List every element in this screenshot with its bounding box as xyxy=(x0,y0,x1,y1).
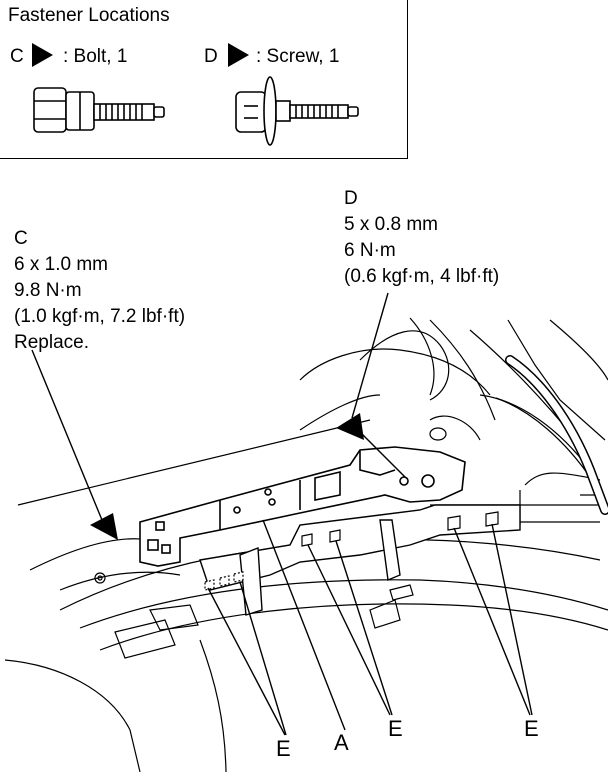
leader-lines xyxy=(31,292,533,736)
callout-c-note: Replace. xyxy=(14,332,89,353)
e-slot-markers xyxy=(204,511,499,591)
callout-d-torque-alt: (0.6 kgf·m, 4 lbf·ft) xyxy=(344,266,500,287)
callout-c-torque-alt: (1.0 kgf·m, 7.2 lbf·ft) xyxy=(14,306,186,327)
legend-c-arrow-icon xyxy=(32,43,53,67)
bracket-a xyxy=(139,446,466,567)
callout-d-arrow-icon xyxy=(336,413,364,440)
callout-c-letter: C xyxy=(14,228,28,249)
callout-d-letter: D xyxy=(344,188,358,209)
legend-c-text: : Bolt, 1 xyxy=(63,46,128,67)
legend-c-letter: C xyxy=(10,46,24,67)
flange-bolt-icon xyxy=(33,87,165,133)
washer-screw-icon xyxy=(235,76,359,146)
callout-c-torque: 9.8 N·m xyxy=(14,280,82,301)
callout-d-torque: 6 N·m xyxy=(344,240,396,261)
callout-c-arrow-icon xyxy=(90,513,118,540)
part-label-e-left: E xyxy=(276,736,291,761)
legend-title: Fastener Locations xyxy=(8,5,170,26)
part-label-e-right: E xyxy=(524,716,539,741)
legend-d-letter: D xyxy=(204,46,218,67)
legend-d-arrow-icon xyxy=(228,43,249,67)
part-label-a: A xyxy=(334,730,349,755)
body-panels xyxy=(4,317,608,772)
part-label-e-middle: E xyxy=(388,716,403,741)
legend-d-text: : Screw, 1 xyxy=(256,46,340,67)
callout-c-size: 6 x 1.0 mm xyxy=(14,254,108,275)
fastener-legend xyxy=(0,0,408,159)
callout-d-size: 5 x 0.8 mm xyxy=(344,214,438,235)
